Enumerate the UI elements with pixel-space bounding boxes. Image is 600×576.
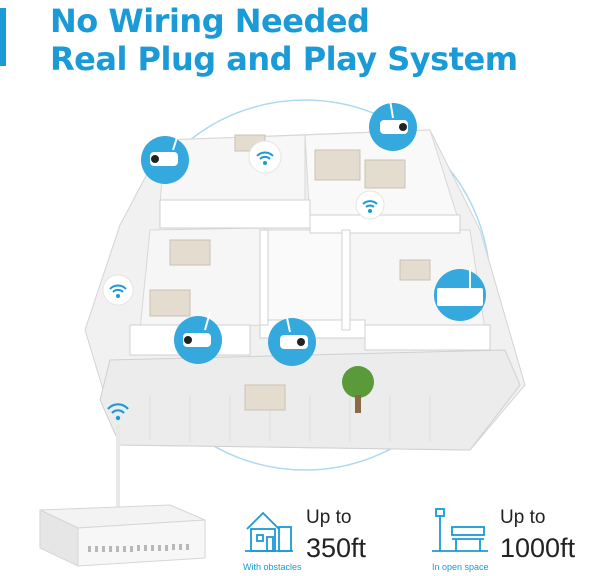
range-upto-label: Up to [306, 507, 352, 528]
accent-bar [0, 8, 6, 66]
range-distance: 1000ft [500, 533, 576, 563]
nvr-recorder-icon [434, 268, 486, 321]
nvr-recorder-icon [39, 425, 206, 567]
range-open-space: In open space Up to 1000ft [430, 505, 600, 575]
wifi-icon [355, 190, 385, 220]
security-camera-icon [268, 317, 316, 366]
range-upto-label: Up to [500, 507, 546, 528]
security-camera-icon [174, 311, 222, 364]
security-camera-icon [369, 99, 417, 151]
headline-line-1: No Wiring Needed [50, 2, 370, 40]
headline: No Wiring Needed Real Plug and Play Syst… [50, 2, 518, 78]
security-camera-icon [141, 127, 189, 184]
park-bench-icon [432, 508, 488, 552]
wifi-icon [102, 274, 134, 306]
range-caption: With obstacles [243, 562, 302, 572]
house-obstacle-icon [245, 511, 293, 552]
headline-line-2: Real Plug and Play System [50, 40, 518, 78]
wifi-icon [248, 140, 282, 174]
range-distance: 350ft [306, 533, 367, 563]
range-with-obstacles: With obstacles Up to 350ft [243, 505, 413, 575]
range-caption: In open space [432, 562, 489, 572]
wifi-icon [107, 403, 129, 421]
